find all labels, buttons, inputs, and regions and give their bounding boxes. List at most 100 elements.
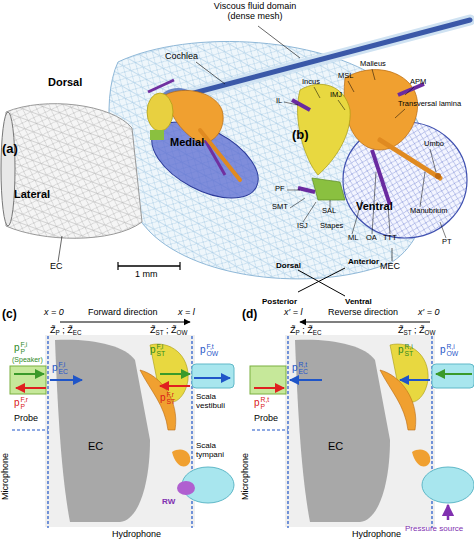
ear-canal-section xyxy=(177,481,195,495)
part-label: EC xyxy=(50,262,63,272)
part-label: MSL xyxy=(338,72,353,80)
annotation: Viscous fluid domain (dense mesh) xyxy=(200,2,310,22)
panel-label: (c) xyxy=(2,308,17,321)
part-label: PF xyxy=(275,185,285,193)
wave-arrows xyxy=(14,373,44,375)
wave-arrows xyxy=(160,373,190,375)
pressure-symbol: pOWR,i xyxy=(440,344,458,358)
orientation-label: Ventral xyxy=(345,298,372,307)
ear-canal-section xyxy=(422,467,474,503)
ossicles xyxy=(150,130,164,140)
leader-line xyxy=(258,26,300,58)
impedance-symbol: Z̃P ; Z̃EC xyxy=(50,326,81,336)
wave-arrows xyxy=(400,379,430,381)
part-label: Stapes xyxy=(320,222,343,230)
leader-line xyxy=(303,202,316,222)
device-label: Hydrophone xyxy=(112,530,161,540)
part-label: Scala tympani xyxy=(196,442,238,460)
part-label: IL xyxy=(276,97,282,105)
ossicles xyxy=(200,130,240,180)
device-label: Microphone xyxy=(241,453,251,500)
ossicle-detail xyxy=(298,188,315,192)
orientation-label: Anterior xyxy=(348,258,379,267)
direction-label: Reverse direction xyxy=(328,308,398,318)
pressure-symbol: pSTR,i xyxy=(398,344,413,358)
pressure-symbol: pECF,i xyxy=(52,362,68,376)
ear-canal-section xyxy=(47,336,48,528)
leader-line xyxy=(440,222,446,238)
part-label: Scala vestibuli xyxy=(196,393,238,411)
part-label: SAL xyxy=(322,207,336,215)
panel-label: (d) xyxy=(242,308,257,321)
direction-label: Dorsal xyxy=(48,76,82,88)
orientation-cross xyxy=(298,268,345,296)
pressure-symbol: pSTF,r xyxy=(160,392,175,406)
part-label: EC xyxy=(328,440,343,452)
ossicles xyxy=(147,80,240,180)
wave-arrows xyxy=(300,321,430,322)
direction-label: Forward direction xyxy=(88,308,158,318)
ossicle-detail xyxy=(435,173,441,179)
orientation-label: Dorsal xyxy=(276,262,301,271)
part-label: Transversal lamina xyxy=(398,100,461,108)
leader-line xyxy=(58,236,62,262)
ear-canal-section xyxy=(10,366,46,394)
position-label: x′ = 0 xyxy=(418,308,439,318)
leader-line xyxy=(420,172,425,207)
part-label: Manubrium xyxy=(410,207,448,215)
wave-arrows xyxy=(254,387,284,389)
scale-bar xyxy=(117,262,118,270)
ear-canal-section xyxy=(55,340,150,522)
part-label: IMJ xyxy=(330,91,342,99)
part-label: Cochlea xyxy=(165,52,198,62)
ear-canal-section xyxy=(432,364,474,388)
part-label: MEC xyxy=(380,262,400,272)
wave-arrows xyxy=(436,373,472,375)
part-label: RW xyxy=(162,498,175,507)
part-label: OA xyxy=(366,234,377,242)
ear-canal-section xyxy=(287,336,288,528)
leader-line xyxy=(284,102,298,105)
leader-line xyxy=(430,149,436,172)
ossicles xyxy=(148,80,174,92)
leader-line xyxy=(314,87,320,98)
direction-label: Ventral xyxy=(356,200,393,212)
scale-bar xyxy=(179,262,180,270)
leader-line xyxy=(405,87,414,95)
pressure-symbol: pPR,t xyxy=(254,397,269,411)
wave-arrows xyxy=(16,387,46,389)
direction-label: Medial xyxy=(170,136,204,148)
ear-canal-section xyxy=(412,450,430,467)
panel-label: (b) xyxy=(292,128,309,142)
impedance-symbol: Z̃ST ; Z̃OW xyxy=(150,326,187,336)
part-label: EC xyxy=(88,440,103,452)
ear-canal-section xyxy=(10,335,234,528)
device-label: Probe xyxy=(254,414,278,424)
leader-line xyxy=(338,100,345,110)
leader-line xyxy=(287,190,300,191)
part-label: TTT xyxy=(383,234,397,242)
ear-canal-section xyxy=(172,450,190,467)
orientation-label: Posterior xyxy=(262,298,297,307)
ear-canal-section xyxy=(285,335,435,527)
ear-canal-section xyxy=(45,335,195,527)
ear-canal-section xyxy=(252,429,288,430)
orientation-cross xyxy=(298,270,345,296)
wave-arrows xyxy=(194,377,230,379)
part-label: Malleus xyxy=(360,60,386,68)
leader-line xyxy=(372,69,375,80)
part-label: APM xyxy=(410,78,426,86)
device-label: Microphone xyxy=(1,453,11,500)
ear-canal-section xyxy=(295,340,390,522)
device-label: Pressure source xyxy=(405,525,463,534)
part-label: ML xyxy=(348,234,358,242)
wave-arrows xyxy=(254,322,472,520)
position-label: x = l xyxy=(178,308,195,318)
wave-arrows xyxy=(60,321,190,322)
part-label: PT xyxy=(442,238,452,246)
panel-label: (a) xyxy=(2,142,18,156)
pressure-symbol: pOWF,t xyxy=(200,344,218,358)
part-label: Incus xyxy=(302,78,320,86)
orientation-cross xyxy=(298,268,345,292)
pressure-symbol: pSTF,i xyxy=(150,344,165,358)
